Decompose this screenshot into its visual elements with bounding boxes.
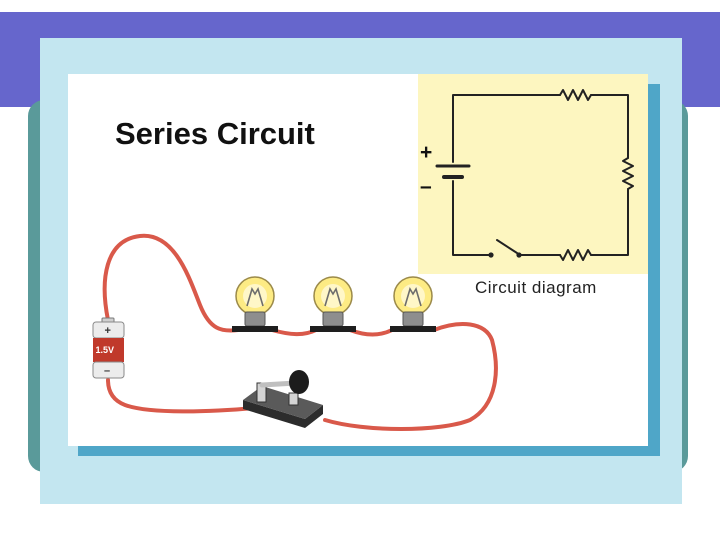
schematic-circuit — [435, 89, 634, 261]
schematic-top-resistor — [559, 89, 592, 101]
schematic-switch-pivot — [488, 252, 494, 258]
diagram-caption: Circuit diagram — [475, 278, 597, 297]
battery-cell: + 1.5V – — [92, 317, 125, 379]
wire-bulb2-to-bulb3 — [348, 328, 394, 337]
light-bulb — [232, 276, 278, 332]
switch-handle-knob — [289, 370, 309, 394]
schematic-right-resistor — [622, 157, 634, 190]
schematic-switch-lever — [496, 239, 518, 254]
battery-minus-sign: – — [104, 365, 110, 377]
knife-switch — [243, 370, 323, 428]
schematic-bottom-left-wire — [452, 180, 492, 256]
battery-voltage-label: 1.5V — [96, 345, 115, 355]
battery-bottom — [92, 361, 125, 379]
switch-base-side — [243, 400, 323, 428]
switch-contact-clip — [288, 392, 299, 406]
schematic-right-wire — [590, 94, 629, 159]
light-bulb — [310, 276, 356, 332]
wire-bulb3-to-switch — [323, 322, 498, 431]
schematic-plus-sign: + — [420, 141, 432, 164]
schematic-minus-sign: – — [420, 175, 432, 198]
schematic-bottom-right-wire — [590, 188, 629, 256]
schematic-switch-contact — [516, 252, 522, 258]
page-title: Series Circuit — [115, 116, 315, 151]
schematic-panel — [418, 74, 648, 274]
battery-body — [93, 338, 124, 362]
battery-plus-sign: + — [105, 325, 111, 337]
schematic-top-wire — [452, 94, 561, 163]
wire-switch-to-battery — [106, 378, 257, 414]
wire-bulb1-to-bulb2 — [270, 328, 318, 337]
light-bulb — [390, 276, 436, 332]
wire-battery-to-first-bulb — [102, 233, 240, 333]
schematic-bottom-resistor — [559, 249, 592, 261]
